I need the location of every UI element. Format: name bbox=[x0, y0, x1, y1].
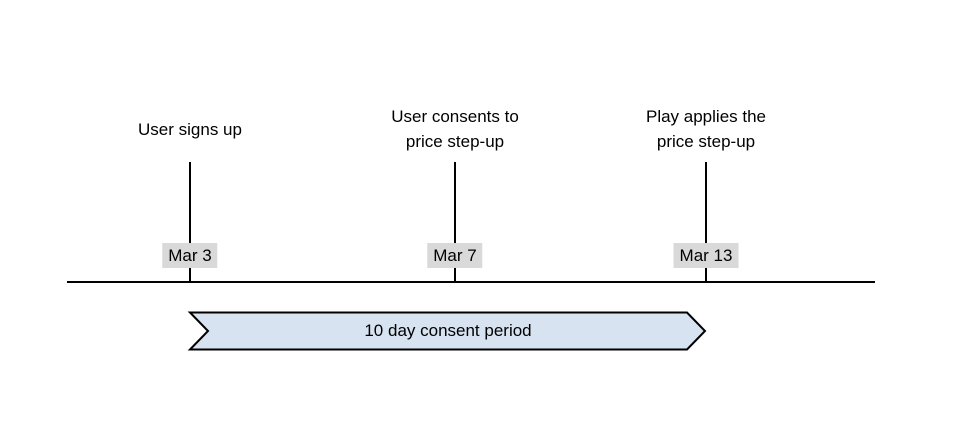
event-label-play-applies: Play applies the price step-up bbox=[645, 107, 767, 151]
event-label-user-signs-up: User signs up bbox=[138, 119, 242, 139]
date-badge-mar-3: Mar 3 bbox=[162, 243, 218, 268]
consent-period-arrow-shape bbox=[187, 311, 707, 351]
date-badge-mar-13: Mar 13 bbox=[673, 243, 739, 268]
event-label-user-consents: User consents to price step-up bbox=[391, 107, 519, 151]
consent-period-label: 10 day consent period bbox=[364, 321, 532, 340]
date-badge-mar-7: Mar 7 bbox=[427, 243, 483, 268]
